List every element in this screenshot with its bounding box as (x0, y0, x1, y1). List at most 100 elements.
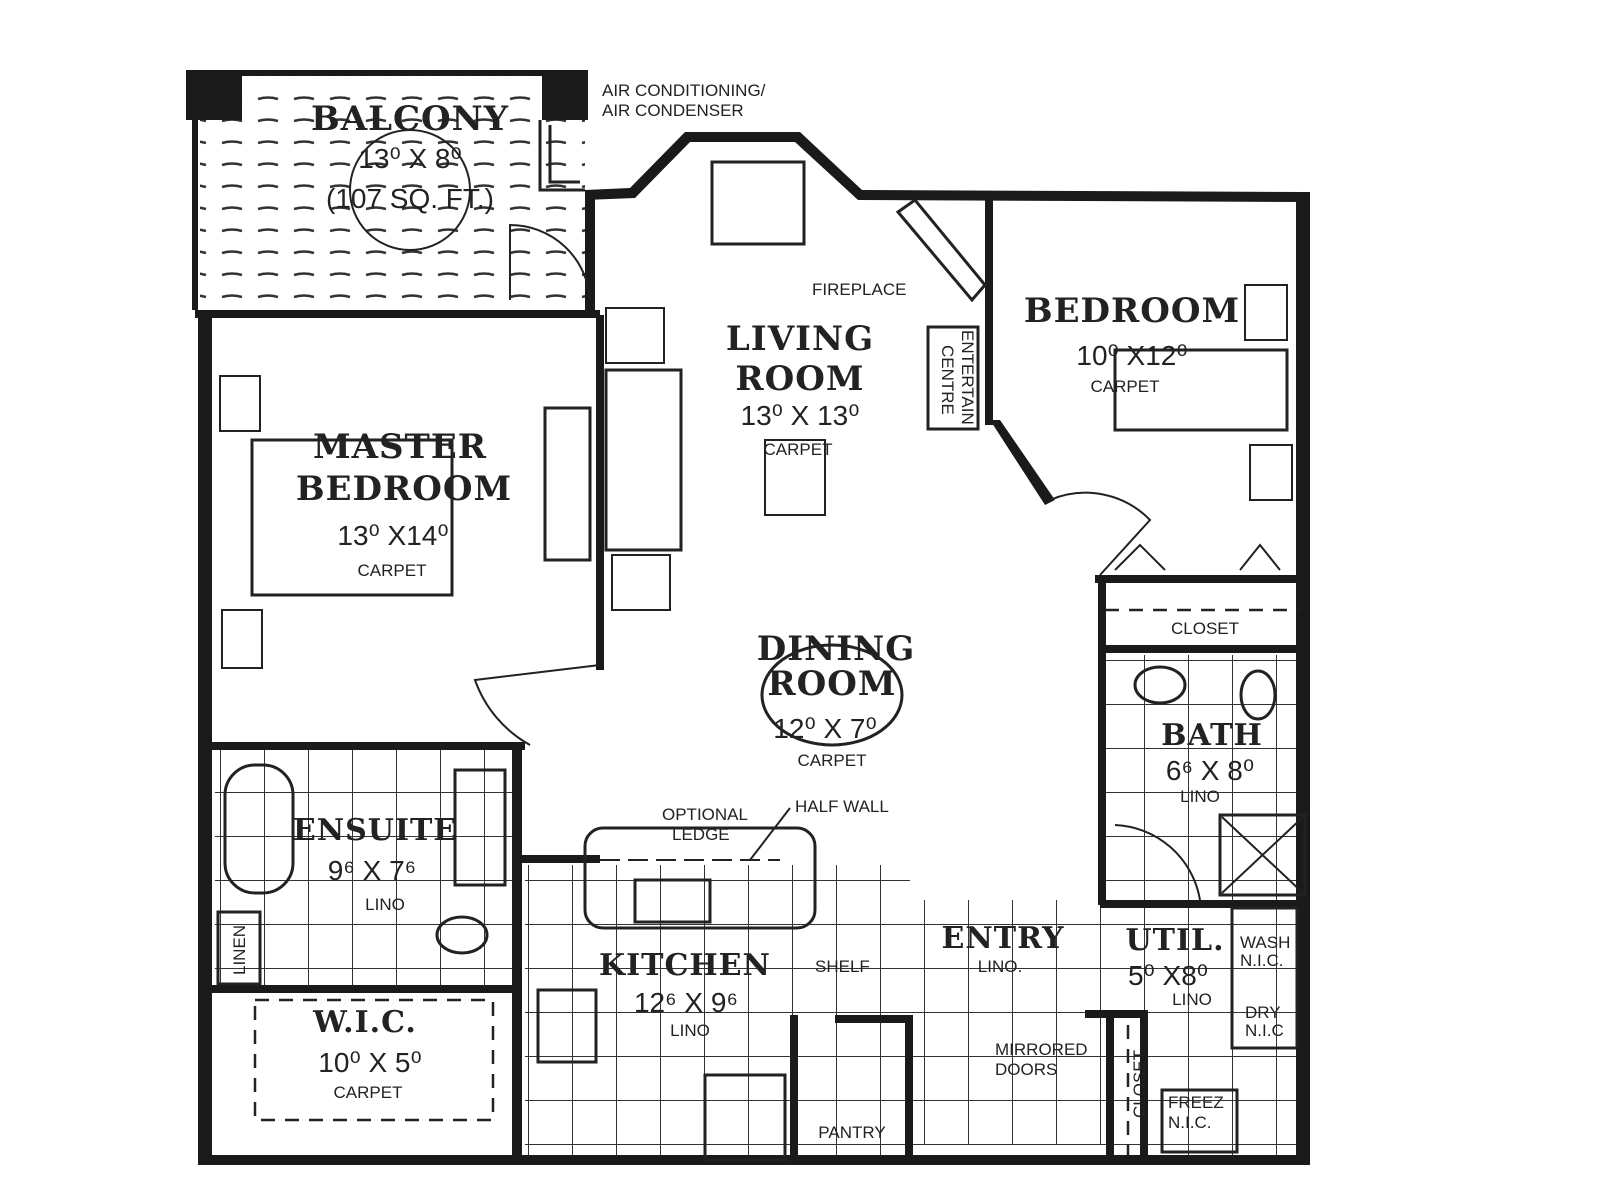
living-room-floor: CARPET (764, 440, 833, 459)
floor-fills (200, 78, 1303, 1155)
shower (1218, 813, 1307, 897)
entertainment-label-1: ENTERTAIN (958, 330, 977, 425)
wash-label-2: N.I.C. (1240, 951, 1283, 970)
master-bedroom-size: 13⁰ X14⁰ (337, 520, 448, 551)
kitchen-floor: LINO (670, 1021, 710, 1040)
entry-closet-label: CLOSET (1130, 1050, 1149, 1118)
linen-closet (216, 910, 262, 986)
nightstand (219, 375, 261, 432)
bedroom-bed (1113, 348, 1289, 432)
closet-doors (1114, 543, 1281, 571)
kitchen-sink (633, 878, 712, 924)
dining-room-label-1: DINING (757, 629, 916, 669)
dry-label-2: N.I.C (1245, 1021, 1284, 1040)
mirrored-doors-label-1: MIRRORED (995, 1040, 1088, 1059)
ac-label-1: AIR CONDITIONING/ (602, 81, 766, 100)
bedroom-door-swing (1049, 491, 1152, 576)
nightstand (221, 609, 263, 669)
wic-label: W.I.C. (312, 1005, 417, 1040)
ensuite-label: ENSUITE (293, 813, 457, 848)
linen-label: LINEN (230, 925, 249, 975)
optional-ledge-label-1: OPTIONAL (662, 805, 748, 824)
balcony-area: (107 SQ. FT.) (326, 183, 494, 214)
master-bedroom-label-2: BEDROOM (296, 469, 512, 509)
bath-door-swing (1114, 824, 1201, 901)
bedroom-closet-label: CLOSET (1171, 619, 1239, 638)
washer-dryer (1230, 906, 1299, 1050)
kitchen-tile (525, 865, 910, 1155)
ensuite-vanity (453, 768, 507, 887)
bedroom-floor: CARPET (1091, 377, 1160, 396)
entertainment-label-2: CENTRE (938, 345, 957, 415)
dining-room-size: 12⁰ X 7⁰ (773, 713, 876, 744)
labels: BALCONY 13⁰ X 8⁰ (107 SQ. FT.) AIR CONDI… (230, 81, 1290, 1142)
nightstand (1249, 444, 1293, 501)
master-door-swing (473, 664, 601, 746)
kitchen-ledge (583, 826, 817, 930)
half-wall-label: HALF WALL (795, 797, 889, 816)
fixtures (216, 120, 1307, 1162)
ac-label-2: AIR CONDENSER (602, 101, 744, 120)
dresser (543, 406, 592, 562)
ac-pad (538, 120, 585, 192)
dining-room-label-2: ROOM (767, 664, 896, 704)
entertainment-centre (926, 325, 980, 431)
kitchen-label: KITCHEN (599, 948, 771, 983)
shower-drain (1221, 816, 1304, 894)
end-table (611, 554, 671, 611)
balcony-decking (200, 78, 585, 308)
shelf-label: SHELF (815, 957, 870, 976)
armchair (710, 160, 806, 246)
freezer-label-2: N.I.C. (1168, 1113, 1211, 1132)
util-size: 5⁰ X8⁰ (1128, 960, 1208, 991)
dining-table (760, 643, 904, 747)
living-room-size: 13⁰ X 13⁰ (741, 400, 860, 431)
pantry-label: PANTRY (818, 1123, 885, 1142)
wash-label-1: WASH (1240, 933, 1290, 952)
nightstand (1244, 284, 1288, 341)
util-floor: LINO (1172, 990, 1212, 1009)
bedroom-label: BEDROOM (1024, 291, 1240, 331)
freezer (1160, 1088, 1239, 1154)
ensuite-floor: LINO (365, 895, 405, 914)
dining-room-floor: CARPET (798, 751, 867, 770)
master-bedroom-label-1: MASTER (313, 427, 487, 467)
bath-floor: LINO (1180, 787, 1220, 806)
wic-floor: CARPET (334, 1083, 403, 1102)
ensuite-size: 9⁶ X 7⁶ (328, 855, 416, 886)
coffee-table (764, 439, 826, 516)
entry-floor: LINO. (978, 957, 1022, 976)
bedroom-size: 10⁰ X12⁰ (1076, 340, 1187, 371)
living-room-label-1: LIVING (726, 319, 874, 359)
sofa (604, 368, 683, 552)
fireplace (895, 197, 987, 303)
balcony-label: BALCONY (311, 99, 509, 139)
util-label: UTIL. (1125, 923, 1224, 958)
wic-size: 10⁰ X 5⁰ (318, 1047, 421, 1078)
end-table (605, 307, 665, 364)
wic-shelving (253, 998, 495, 1122)
entry-tile (910, 900, 1110, 1145)
bath-sink (1133, 665, 1187, 705)
stove (536, 988, 598, 1064)
mirrored-doors-label-2: DOORS (995, 1060, 1057, 1079)
entry-label: ENTRY (941, 921, 1064, 956)
kitchen-size: 12⁶ X 9⁶ (634, 987, 738, 1018)
balcony-table (349, 129, 471, 251)
fireplace-label: FIREPLACE (812, 280, 906, 299)
balcony-door-swing (509, 223, 591, 301)
toilet (435, 915, 489, 955)
ensuite-tile (215, 750, 513, 988)
balcony-size: 13⁰ X 8⁰ (358, 143, 461, 174)
master-bed (250, 438, 454, 597)
master-bedroom-floor: CARPET (358, 561, 427, 580)
optional-ledge-label-2: LEDGE (672, 825, 730, 844)
half-wall-leader (749, 807, 791, 861)
dry-label-1: DRY (1245, 1003, 1281, 1022)
bath-toilet (1239, 669, 1277, 721)
bath-size: 6⁶ X 8⁰ (1166, 755, 1254, 786)
refrigerator (703, 1073, 787, 1162)
bath-label: BATH (1161, 718, 1263, 753)
living-room-label-2: ROOM (735, 359, 864, 399)
